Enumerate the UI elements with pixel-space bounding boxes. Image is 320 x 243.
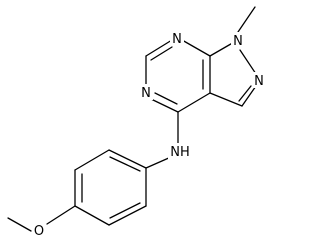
bond-n5-c4-inner [154, 92, 178, 105]
bond-ar-2 [74, 149, 110, 171]
bond-c4-c3a [177, 92, 211, 113]
bond-n1-methyl [237, 6, 256, 33]
bond-ar-4 [74, 205, 110, 226]
atom-label-n2: N [254, 74, 264, 89]
atom-label-o: O [34, 224, 44, 239]
bond-ar-5 [108, 205, 147, 226]
atom-label-n5: N [141, 86, 151, 101]
bond-n7-c6 [145, 39, 173, 57]
bond-o-methyl [7, 217, 32, 232]
atom-labels: N N N N NH O [32, 30, 266, 239]
bond-n5-c4 [150, 98, 179, 113]
pyrimidine-ring [145, 39, 211, 113]
bond-nh-aryl [145, 156, 172, 169]
chemical-structure: N N N N NH O [7, 6, 266, 239]
atom-label-n1: N [233, 34, 243, 49]
bond-n2-c3 [241, 85, 257, 107]
bond-n1-n2 [239, 49, 257, 75]
pyrazole-ring [209, 40, 257, 107]
atom-label-nh: NH [170, 145, 190, 160]
phenyl-ring [74, 149, 147, 226]
bond-ar-5-inner [109, 202, 141, 219]
bond-c3-c3a [209, 92, 243, 107]
bond-ar-1 [108, 149, 147, 169]
bond-ar-1-inner [109, 156, 141, 172]
bond-n7-c6-inner [150, 46, 173, 61]
bond-n2-c3-inner [238, 85, 252, 102]
bond-c7a-n7 [181, 39, 211, 57]
bond-ar-o [46, 205, 76, 225]
atom-label-n7: N [172, 32, 182, 47]
